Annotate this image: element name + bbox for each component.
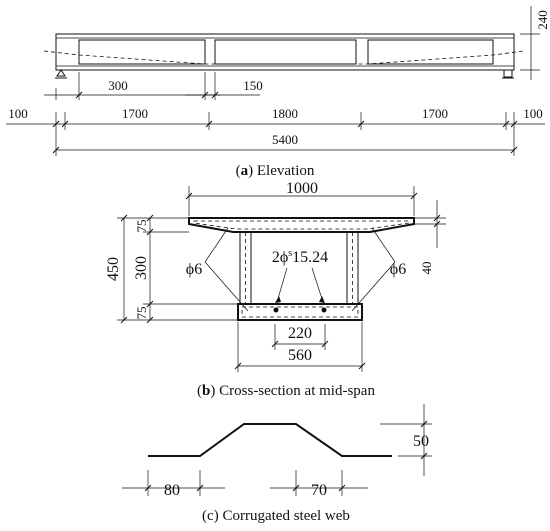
top-flange [188,217,415,233]
caption-elevation: (a) Elevation [236,163,315,179]
panel-middle [214,39,357,65]
dim-1700-left: 1700 [122,106,148,121]
dim-1800: 1800 [272,106,298,121]
dim-1700-right: 1700 [422,106,448,121]
beam-outline [55,33,515,71]
support-right [503,69,513,78]
dim-560: 560 [288,347,312,364]
dim-75-top: 75 [134,220,149,233]
dim-75-bottom: 75 [134,307,149,320]
dim-40: 40 [419,262,434,275]
tendon-left [273,307,279,313]
panel-right [367,39,494,65]
tendon-right [321,307,327,313]
dim-240: 240 [535,10,550,30]
support-left [56,69,66,77]
dim-80: 80 [164,482,180,499]
dim-1000: 1000 [286,180,318,197]
dim-220: 220 [288,325,312,342]
caption-cross-section: (b) Cross-section at mid-span [197,383,375,399]
cross-section-view: 1000 2ϕs15.24 450 75 300 [105,180,446,399]
elevation-view: 240 300 150 100 1700 1800 1700 100 [6,6,550,179]
dim-100-right: 100 [523,106,543,121]
dim-70: 70 [311,482,327,499]
corrugated-profile [148,423,392,457]
dim-5400: 5400 [272,132,298,147]
label-phi6-left: ϕ6 [186,261,202,278]
bottom-flange [237,303,363,321]
corrugated-web-view: 50 80 70 (c) Corrugated steel web [122,404,432,524]
dim-150: 150 [243,78,263,93]
dim-300-web: 300 [133,256,150,280]
tendon-profile [43,50,525,65]
dim-450: 450 [105,257,122,281]
dim-100-left: 100 [8,106,28,121]
tendon-label: 2ϕs15.24 [272,248,328,266]
bottom-flange-rebar [241,306,359,318]
top-flange-rebar [193,220,410,230]
label-phi6-right: ϕ6 [390,261,406,278]
dim-300: 300 [108,78,128,93]
caption-corrugated-web: (c) Corrugated steel web [202,508,350,524]
panel-left [78,39,206,65]
dim-50: 50 [413,433,429,450]
